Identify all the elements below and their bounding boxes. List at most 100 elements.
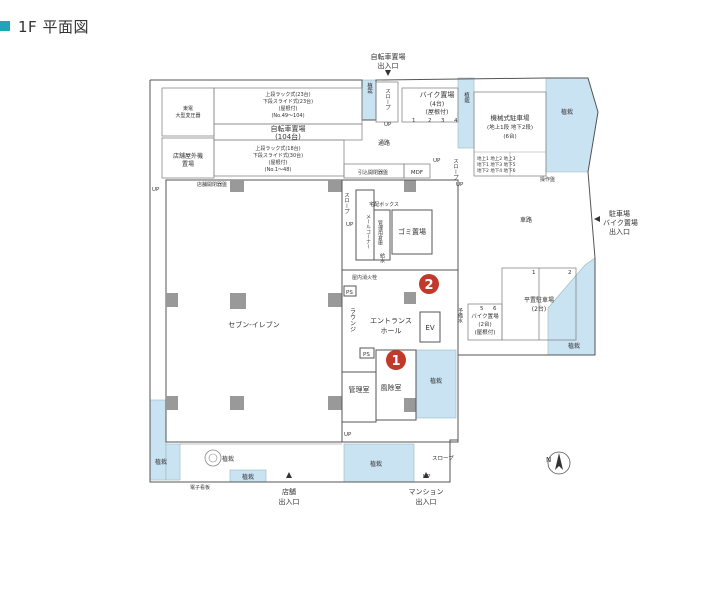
bike4-roof: (屋根付) <box>426 108 449 116</box>
column <box>328 293 342 307</box>
mech-parking-label: 機械式駐車場 <box>491 113 531 122</box>
e-sign-label: 電子看板 <box>190 484 210 491</box>
store-outline <box>165 179 343 443</box>
bike2-roof: (屋根付) <box>475 328 496 336</box>
bike2-count: (2台) <box>478 320 491 328</box>
bike4-label: バイク置場 <box>420 90 455 99</box>
column <box>328 396 342 410</box>
column <box>230 293 246 309</box>
slope-label-bottom: スロープ <box>432 455 454 462</box>
column <box>328 180 342 192</box>
planting-label-bl: 植栽 <box>155 458 167 466</box>
column <box>230 396 244 410</box>
entrance-hall-label-2: ホール <box>381 327 402 335</box>
bicycle-main-count: (104台) <box>275 132 301 141</box>
store-outdoor-label: 店舗屋外機 <box>173 152 203 160</box>
operation-panel-label: 操作盤 <box>540 176 555 183</box>
parking-entrance-1: 駐車場 <box>609 209 630 218</box>
driveway-label: 車路 <box>520 216 532 224</box>
flat-parking-label: 平置駐車場 <box>524 296 554 304</box>
north-arrow-icon <box>555 453 563 470</box>
planting-label-right: 植栽 <box>568 342 580 350</box>
planting-label-b2: 植栽 <box>242 473 254 481</box>
store-entrance-1: 店舗 <box>282 487 296 496</box>
fire-hydrant-label: 屋内消火栓 <box>352 274 377 281</box>
up-label-core: UP <box>346 222 354 228</box>
bike2-num-5: 5 <box>480 306 484 312</box>
up-small-label: UP <box>344 432 352 438</box>
transformer-label: 東電 <box>183 105 193 112</box>
rack-upper-1: 上段ラック式(23台) <box>265 91 310 98</box>
mansion-entrance-1: マンション <box>409 488 444 496</box>
inlet-box-label: 引込開閉器盤 <box>358 169 388 176</box>
planting-label-3: 植栽 <box>561 108 573 116</box>
up-label-right: UP <box>433 158 441 164</box>
rack-lower-4: (No.1〜48) <box>265 167 292 173</box>
up-label: UP <box>384 122 392 128</box>
greenery-bottom-left <box>149 399 167 481</box>
flat-parking-count: (2台) <box>532 305 547 313</box>
mech-parking-count: (6台) <box>503 132 516 140</box>
slope-label: スロープ <box>384 88 391 111</box>
ps-label-2: PS <box>363 352 370 358</box>
bike4-num-4: 4 <box>454 118 458 124</box>
north-circle <box>547 451 571 475</box>
ps-box-2 <box>359 347 375 359</box>
greenery-top-right-strip <box>457 77 475 149</box>
planting-label-2: 植栽 <box>463 91 470 104</box>
planting-label-center: 植栽 <box>430 377 442 385</box>
mgmt-office <box>341 371 377 423</box>
hydrant-pipe-label: 予備水 <box>457 307 463 323</box>
greenery-center <box>415 349 457 419</box>
slope-top-box <box>375 81 399 123</box>
flat-num-1: 1 <box>532 270 536 276</box>
ev-label: EV <box>425 324 434 332</box>
parking-entrance-3: 出入口 <box>609 227 630 236</box>
parking-entrance-2: バイク置場 <box>603 218 638 227</box>
lounge-label: ラウンジ <box>349 308 356 332</box>
slope-label-right: スロープ <box>452 158 459 181</box>
marker-2-circle <box>419 274 439 294</box>
planting-label-tree: 植栽 <box>222 455 234 463</box>
garbage-label: ゴミ置場 <box>398 227 426 236</box>
column <box>230 180 244 192</box>
column <box>166 396 178 410</box>
windbreak-label: 風除室 <box>381 383 402 392</box>
mdf-label: MDF <box>411 170 423 176</box>
up-label-bottom: UP <box>423 474 431 480</box>
entrance-hall-label: エントランス <box>370 317 412 325</box>
mech-row-1: 地上1 地上2 地上3 <box>477 155 516 162</box>
marker-1-circle <box>386 350 406 370</box>
passage-label: 通路 <box>378 139 390 147</box>
rack-lower-2: 下段スライド式(30台) <box>253 152 303 159</box>
transformer-label-2: 大型変圧器 <box>175 112 200 119</box>
column <box>404 180 416 192</box>
bike2-label: バイク置場 <box>471 312 499 320</box>
page-title: 1F 平面図 <box>0 16 89 36</box>
marker-2-label: 2 <box>424 278 433 293</box>
arrow-mansion-entrance <box>423 472 429 478</box>
greenery-right <box>547 257 596 356</box>
store-ladder-label: 店舗開閉器盤 <box>197 181 227 188</box>
mech-parking-sub: (地上1段 地下2段) <box>487 123 533 131</box>
mgmt-storage <box>373 209 391 261</box>
flat-num-2: 2 <box>568 270 572 276</box>
transformer-box <box>161 87 215 137</box>
store-outdoor-label-2: 置場 <box>182 160 194 168</box>
bike4-num-2: 2 <box>428 118 432 124</box>
mail-corner-label: メールコーナー <box>365 214 371 249</box>
rack-upper-3: (屋根付) <box>279 105 298 112</box>
bike4-box <box>401 87 459 123</box>
mgmt-office-label: 管理室 <box>349 385 370 394</box>
title-accent-square <box>0 21 10 31</box>
mech-row-3: 地下2 地下4 地下6 <box>477 167 516 174</box>
mgmt-storage-label: 管理用倉庫 <box>377 219 383 246</box>
rack-lower-1: 上段ラック式(18台) <box>255 145 300 152</box>
greenery-bottom-left-2 <box>165 443 181 481</box>
ps-label: PS <box>346 290 353 296</box>
slope-label-core: スロープ <box>343 192 350 215</box>
column <box>404 292 416 304</box>
rack-lower-3: (屋根付) <box>269 159 288 166</box>
tree-symbol-inner <box>208 453 218 463</box>
bicycle-top-entrance-2: 出入口 <box>378 61 399 70</box>
